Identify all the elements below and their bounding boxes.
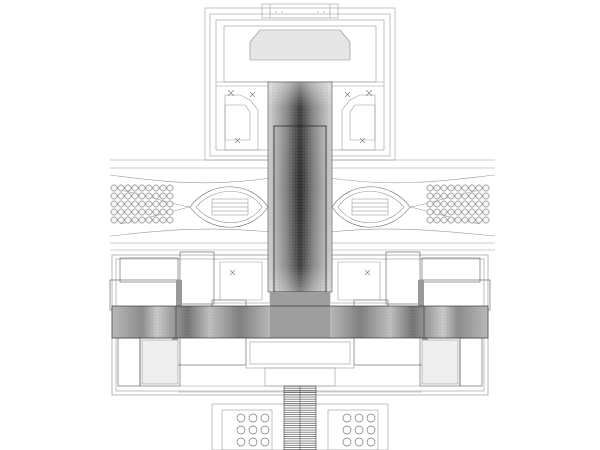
lower-complex <box>109 251 491 396</box>
road-band <box>109 159 496 251</box>
tree-rows-right <box>426 184 490 224</box>
horizontal-axis <box>111 292 489 339</box>
tree-rows-left <box>110 184 174 224</box>
entrance-stairs <box>283 385 317 450</box>
central-axis <box>267 81 333 293</box>
site-linework <box>109 3 496 450</box>
